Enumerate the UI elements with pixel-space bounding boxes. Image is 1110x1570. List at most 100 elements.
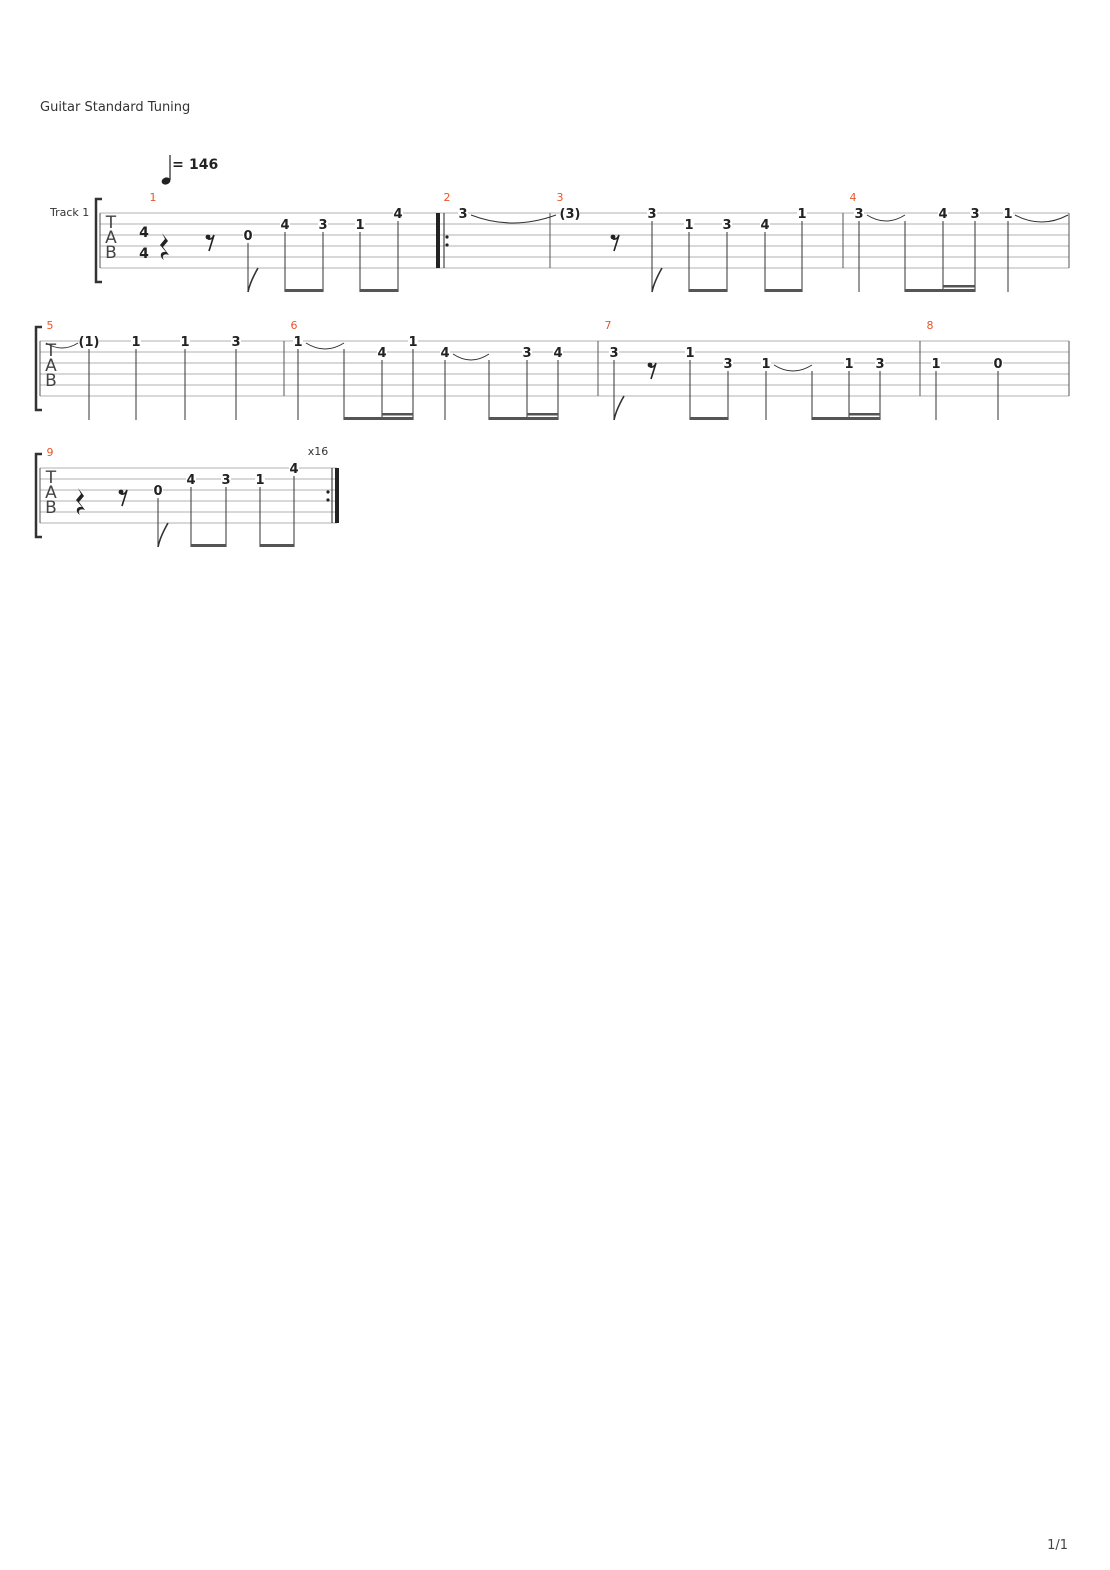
fret-number: 3 — [609, 346, 618, 361]
eighth-rest-stroke — [649, 362, 657, 380]
repeat-count: x16 — [308, 445, 329, 458]
quarter-rest-icon — [76, 488, 85, 515]
beam-eighth — [765, 289, 802, 292]
fret-number: 1 — [255, 473, 264, 488]
tab-letter: B — [105, 243, 117, 263]
beam-sixteenth — [849, 413, 880, 416]
time-sig-bottom: 4 — [139, 246, 149, 262]
fret-bg — [760, 218, 770, 230]
tab-letter: A — [45, 356, 57, 376]
fret-bg — [318, 218, 328, 230]
measure-number: 1 — [150, 191, 157, 204]
eighth-rest-icon — [610, 234, 616, 240]
eighth-rest-icon — [118, 489, 124, 495]
fret-bg — [553, 346, 563, 358]
fret-bg — [684, 218, 694, 230]
fret-bg — [231, 335, 241, 347]
fret-bg — [722, 218, 732, 230]
fret-number: 4 — [280, 218, 289, 233]
tie-arc — [45, 342, 79, 349]
fret-bg — [1003, 207, 1013, 219]
fret-bg — [522, 346, 532, 358]
fret-number: 1 — [355, 218, 364, 233]
fret-bg — [243, 229, 253, 241]
beam-eighth — [690, 417, 728, 420]
fret-number: 1 — [293, 335, 302, 350]
tempo-note-icon — [161, 177, 171, 185]
tie-arc — [470, 214, 557, 224]
measure-number: 7 — [605, 319, 612, 332]
measure-number: 2 — [444, 191, 451, 204]
tie-arc — [305, 342, 345, 350]
fret-number: 0 — [993, 357, 1002, 372]
fret-bg — [377, 346, 387, 358]
fret-bg — [609, 346, 619, 358]
time-sig-top: 4 — [139, 225, 149, 241]
fret-bg — [854, 207, 864, 219]
fret-number: 1 — [408, 335, 417, 350]
fret-number: 1 — [180, 335, 189, 350]
measure-number: 8 — [927, 319, 934, 332]
fret-bg — [938, 207, 948, 219]
beam-eighth — [260, 544, 294, 547]
fret-number: 3 — [723, 357, 732, 372]
fret-bg — [293, 335, 303, 347]
fret-number: 3 — [318, 218, 327, 233]
tempo-equals: = — [172, 157, 184, 173]
fret-bg — [393, 207, 403, 219]
beam-eighth — [689, 289, 727, 292]
fret-bg — [186, 473, 196, 485]
fret-number: 1 — [761, 357, 770, 372]
fret-number: 4 — [289, 462, 298, 477]
eighth-flag-icon — [247, 267, 259, 293]
fret-number: (3) — [560, 207, 581, 222]
beam-eighth — [360, 289, 398, 292]
tie-arc — [866, 214, 906, 222]
beam-sixteenth — [527, 413, 558, 416]
eighth-flag-icon — [651, 267, 663, 293]
fret-number: 4 — [186, 473, 195, 488]
repeat-end-thick — [335, 468, 339, 523]
fret-number: 3 — [875, 357, 884, 372]
fret-bg — [647, 207, 657, 219]
fret-number: 4 — [440, 346, 449, 361]
fret-number: 4 — [938, 207, 947, 222]
fret-bg — [931, 357, 941, 369]
fret-bg — [844, 357, 854, 369]
fret-number: 3 — [458, 207, 467, 222]
fret-number: 3 — [970, 207, 979, 222]
measure-number: 6 — [291, 319, 298, 332]
eighth-rest-stroke — [120, 489, 128, 507]
fret-bg — [797, 207, 807, 219]
fret-bg — [280, 218, 290, 230]
fret-bg — [131, 335, 141, 347]
fret-bg — [970, 207, 980, 219]
beam-sixteenth — [382, 413, 413, 416]
page-number: 1/1 — [1047, 1538, 1068, 1553]
fret-number: 0 — [243, 229, 252, 244]
tie-arc — [1014, 214, 1069, 223]
fret-number: 1 — [797, 207, 806, 222]
fret-number: 1 — [685, 346, 694, 361]
system-bracket — [34, 452, 42, 539]
tuning-label: Guitar Standard Tuning — [40, 100, 191, 115]
repeat-dot — [326, 498, 330, 502]
eighth-rest-stroke — [612, 234, 620, 252]
eighth-rest-icon — [647, 362, 653, 368]
fret-bg — [355, 218, 365, 230]
fret-bg — [153, 484, 163, 496]
fret-number: 1 — [684, 218, 693, 233]
fret-bg — [458, 207, 468, 219]
tempo-bpm: 146 — [189, 157, 218, 173]
fret-number: 4 — [377, 346, 386, 361]
fret-bg — [761, 357, 771, 369]
fret-number: 3 — [522, 346, 531, 361]
tab-letter: B — [45, 371, 57, 391]
beam-eighth — [344, 417, 413, 420]
fret-bg — [993, 357, 1003, 369]
fret-number: 1 — [844, 357, 853, 372]
tie-arc — [773, 364, 813, 372]
beam-eighth — [285, 289, 323, 292]
